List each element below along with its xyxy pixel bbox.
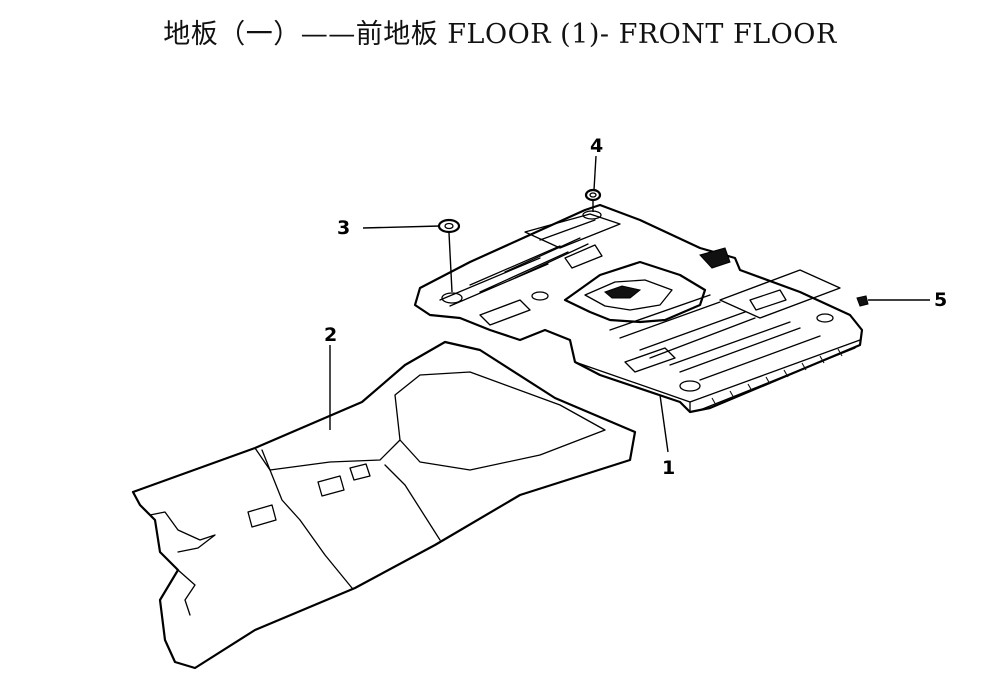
callout-3: 3 xyxy=(337,217,350,239)
front-floor-panel[interactable] xyxy=(413,203,864,414)
callout-4: 4 xyxy=(590,135,603,157)
callout-1: 1 xyxy=(662,457,675,479)
callout-5: 5 xyxy=(934,289,947,311)
floor-carpet[interactable] xyxy=(131,340,637,670)
callout-2: 2 xyxy=(324,324,337,346)
grommet-4[interactable] xyxy=(584,188,602,212)
grommet-3[interactable] xyxy=(437,218,461,293)
callout-lines xyxy=(329,155,930,453)
page-title: 地板（一）——前地板 FLOOR (1)- FRONT FLOOR xyxy=(163,19,837,50)
clip-5[interactable] xyxy=(856,295,869,307)
